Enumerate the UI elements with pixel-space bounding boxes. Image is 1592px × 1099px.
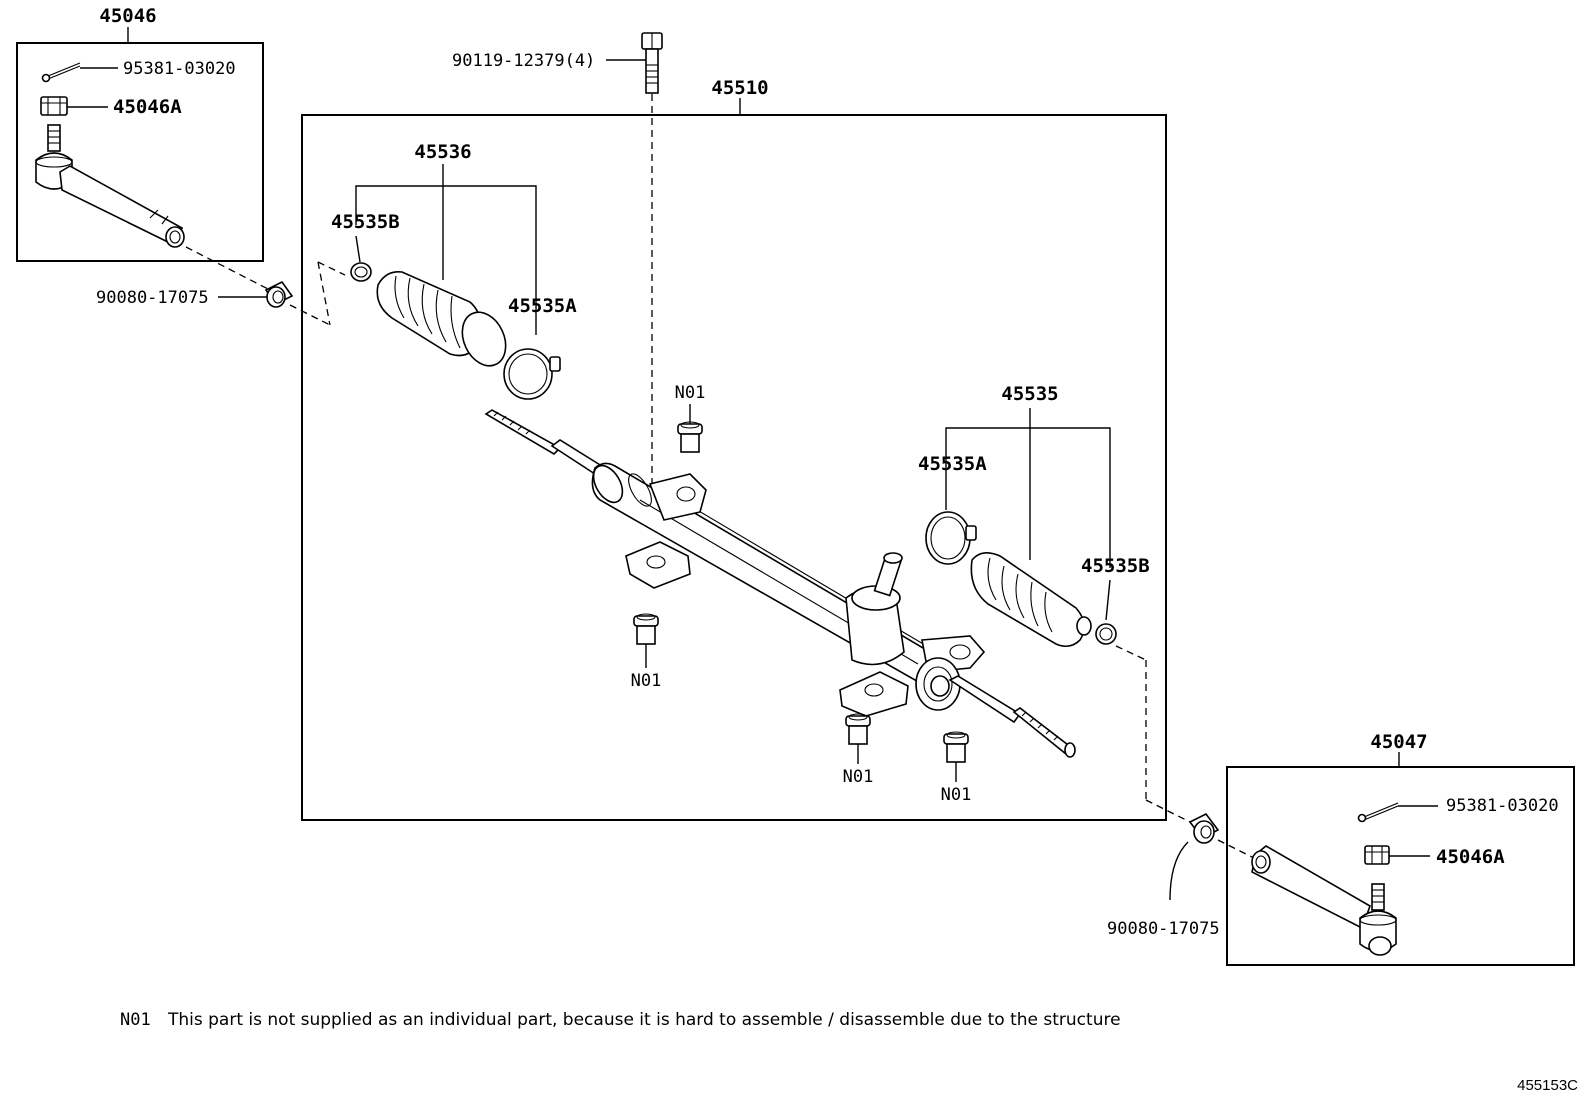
label-45535: 45535 (1001, 383, 1058, 405)
label-45046: 45046 (99, 5, 156, 27)
steering-rack-housing (484, 409, 1076, 758)
diagram-ref-code: 455153C (1517, 1077, 1578, 1094)
label-95381-03020-right: 95381-03020 (1446, 796, 1559, 816)
label-45535b-left: 45535B (331, 211, 400, 233)
label-90080-17075-right: 90080-17075 (1107, 919, 1220, 939)
label-n01-top: N01 (675, 383, 706, 403)
lock-nut-90080-left (218, 261, 346, 326)
gear-assy-45510-frame (301, 114, 1167, 821)
footnote-code: N01 (120, 1010, 151, 1030)
bushing-n01-bottom-right (943, 731, 969, 782)
label-n01-left: N01 (631, 671, 662, 691)
tie-rod-end-left (35, 27, 271, 291)
label-45046a-left: 45046A (113, 96, 182, 118)
label-45535a-right: 45535A (918, 453, 987, 475)
bolt-90119 (606, 32, 663, 490)
assy-45046-frame (16, 42, 264, 262)
label-90119-12379: 90119-12379(4) (452, 51, 595, 71)
label-45046a-right: 45046A (1436, 846, 1505, 868)
label-90080-17075-left: 90080-17075 (96, 288, 209, 308)
label-n01-bottom-mid: N01 (843, 767, 874, 787)
label-45536: 45536 (414, 141, 471, 163)
bushing-n01-bottom-mid (845, 713, 871, 764)
boot-45535 (925, 408, 1191, 823)
assy-45047-frame (1226, 766, 1575, 966)
boot-45536 (350, 164, 561, 400)
bushing-n01-top (677, 404, 703, 453)
label-45510: 45510 (711, 77, 768, 99)
label-45535b-right: 45535B (1081, 555, 1150, 577)
label-45047: 45047 (1370, 731, 1427, 753)
lock-nut-90080-right (1169, 812, 1255, 901)
label-95381-03020-left: 95381-03020 (123, 59, 236, 79)
footnote-text: This part is not supplied as an individu… (167, 1010, 1121, 1030)
label-n01-bottom-right: N01 (941, 785, 972, 805)
tie-rod-end-right (1251, 752, 1438, 956)
label-45535a-left: 45535A (508, 295, 577, 317)
bushing-n01-left (633, 613, 659, 668)
